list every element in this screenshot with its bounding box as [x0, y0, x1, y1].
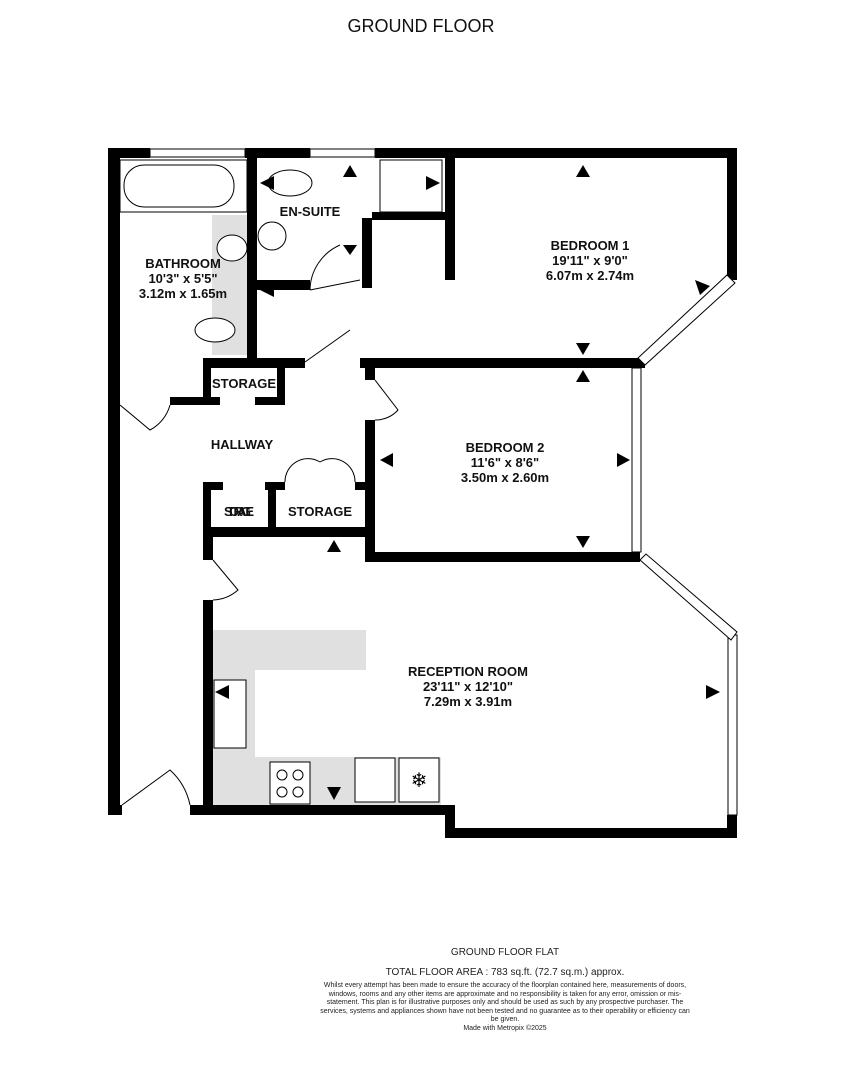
- bedroom1-label: BEDROOM 1: [551, 238, 630, 253]
- window: [631, 367, 642, 553]
- windows: [149, 148, 738, 816]
- bedroom2-label: BEDROOM 2: [466, 440, 545, 455]
- snowflake-icon: ❄: [411, 770, 428, 792]
- disclaimer-text: Whilst every attempt has been made to en…: [320, 982, 690, 1023]
- reception-metric: 7.29m x 3.91m: [424, 694, 512, 709]
- bathroom-imperial: 10'3" x 5'5": [148, 271, 217, 286]
- total-area: TOTAL FLOOR AREA : 783 sq.ft. (72.7 sq.m…: [385, 967, 625, 978]
- ensuite-toilet-icon: [267, 169, 313, 197]
- window: [309, 148, 376, 158]
- storage-label: STORAGE: [224, 504, 254, 519]
- window: [727, 634, 738, 816]
- reception-label: RECEPTION ROOM: [408, 664, 528, 679]
- bathroom-sink-icon: [216, 234, 248, 262]
- window: [149, 148, 246, 158]
- page-title: GROUND FLOOR: [347, 16, 495, 36]
- credit: Made with Metropix ©2025: [463, 1024, 547, 1032]
- window: [637, 274, 736, 366]
- bathroom-metric: 3.12m x 1.65m: [139, 286, 227, 301]
- bedroom1-imperial: 19'11" x 9'0": [552, 253, 628, 268]
- bathroom-label: BATHROOM: [145, 256, 221, 271]
- bedroom1-metric: 6.07m x 2.74m: [546, 268, 634, 283]
- storage-label: STORAGE: [288, 504, 352, 519]
- bathroom-toilet-icon: [194, 317, 236, 343]
- hob-icon: [269, 761, 311, 805]
- ensuite-label: EN-SUITE: [280, 204, 341, 219]
- bedroom2-imperial: 11'6" x 8'6": [471, 455, 539, 470]
- storage-label: STORAGE: [212, 376, 276, 391]
- disclaimer: Whilst every attempt has been made to en…: [320, 982, 690, 1033]
- fridge-freezer-icon: [398, 757, 440, 803]
- floor-name: GROUND FLOOR FLAT: [450, 947, 560, 958]
- doors: [119, 244, 399, 806]
- hallway-label: HALLWAY: [211, 437, 274, 452]
- bedroom2-metric: 3.50m x 2.60m: [461, 470, 549, 485]
- measure-arrows: [215, 165, 720, 800]
- window: [639, 553, 738, 641]
- reception-imperial: 23'11" x 12'10": [423, 679, 513, 694]
- bath-tub-icon: [123, 164, 235, 208]
- ensuite-sink-icon: [257, 221, 287, 251]
- walls: [108, 148, 737, 838]
- washing-machine-icon: [354, 757, 396, 803]
- fixtures: [119, 159, 443, 805]
- kitchen-counter-top: [213, 630, 366, 670]
